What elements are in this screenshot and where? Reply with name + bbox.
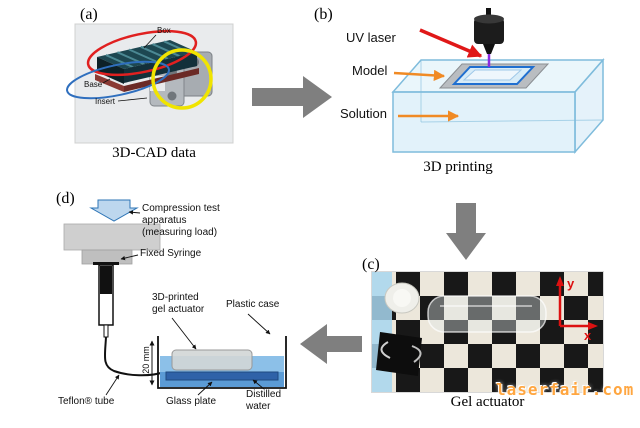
- watermark: laserfair.com: [496, 380, 635, 399]
- leader-lines: [105, 210, 271, 396]
- panel-a-tag: (a): [80, 6, 98, 23]
- gel-actuator-label-line2: gel actuator: [152, 304, 205, 315]
- compression-load-arrow: [89, 199, 139, 222]
- cad-render: Box Base Insert: [66, 23, 234, 144]
- arrow-a-to-b: [252, 76, 332, 118]
- arrow-c-to-d: [300, 324, 362, 364]
- scale-20mm-label: 20 mm: [141, 346, 151, 374]
- cad-part-labels: Box Base Insert: [84, 26, 171, 106]
- apparatus-label: Compression test apparatus (measuring lo…: [142, 203, 220, 239]
- plastic-case: [157, 336, 287, 389]
- solution-label: Solution: [340, 106, 387, 121]
- distilled-water-label-line1: Distilled: [246, 389, 282, 400]
- arrow-b-to-c: [446, 203, 486, 260]
- gel-actuator-label: 3D-printed gel actuator: [152, 292, 204, 316]
- cad-label-insert: Insert: [95, 97, 116, 106]
- syringe: [93, 262, 119, 338]
- compression-test-schematic: [63, 199, 287, 396]
- gel-actuator-label-line1: 3D-printed: [152, 292, 199, 303]
- gel-actuator-photo: y x: [371, 271, 604, 393]
- coordinate-axes: y x: [556, 276, 598, 343]
- distilled-water-label: Distilled water: [246, 389, 281, 413]
- teflon-tube-label: Teflon® tube: [58, 396, 115, 407]
- blue-annotation-ellipse: [66, 60, 170, 100]
- apparatus-label-line3: (measuring load): [142, 227, 218, 238]
- glass-plate: [165, 371, 279, 381]
- panel-b-caption: 3D printing: [423, 159, 493, 175]
- panel-b-tag: (b): [314, 6, 333, 23]
- laser-beam-red: [419, 28, 483, 58]
- fixed-syringe-label: Fixed Syringe: [140, 248, 202, 259]
- yellow-annotation-circle: [151, 48, 213, 110]
- distilled-water-label-line2: water: [246, 401, 271, 412]
- uv-laser-label: UV laser: [346, 30, 396, 45]
- apparatus-label-line1: Compression test: [142, 203, 220, 214]
- water-container: [157, 336, 287, 389]
- apparatus-label-line2: apparatus: [142, 215, 187, 226]
- printing-schematic: [391, 8, 605, 154]
- binder-clip: [376, 332, 422, 376]
- glass-plate-label: Glass plate: [166, 396, 217, 407]
- teflon-tube: [103, 336, 176, 377]
- panel-a-caption: 3D-CAD data: [112, 145, 196, 161]
- model-pointer-arrow: [393, 69, 446, 82]
- printed-model: [438, 63, 550, 89]
- photo-overlay: y x: [372, 272, 598, 392]
- press-head: [63, 223, 161, 265]
- axis-y-label: y: [567, 276, 575, 291]
- cad-label-base: Base: [84, 80, 103, 89]
- panel-c-caption: Gel actuator: [450, 394, 525, 410]
- panel-d-tag: (d): [56, 190, 75, 207]
- gel-actuator-sample: [171, 349, 253, 371]
- cad-label-box: Box: [157, 26, 171, 35]
- red-annotation-ellipse: [86, 29, 198, 77]
- model-label: Model: [352, 63, 388, 78]
- plastic-case-label: Plastic case: [226, 299, 280, 310]
- panel-c-tag: (c): [362, 256, 380, 273]
- uv-laser-device: [474, 8, 504, 54]
- gel-sample: [427, 295, 547, 333]
- axis-x-label: x: [584, 328, 592, 343]
